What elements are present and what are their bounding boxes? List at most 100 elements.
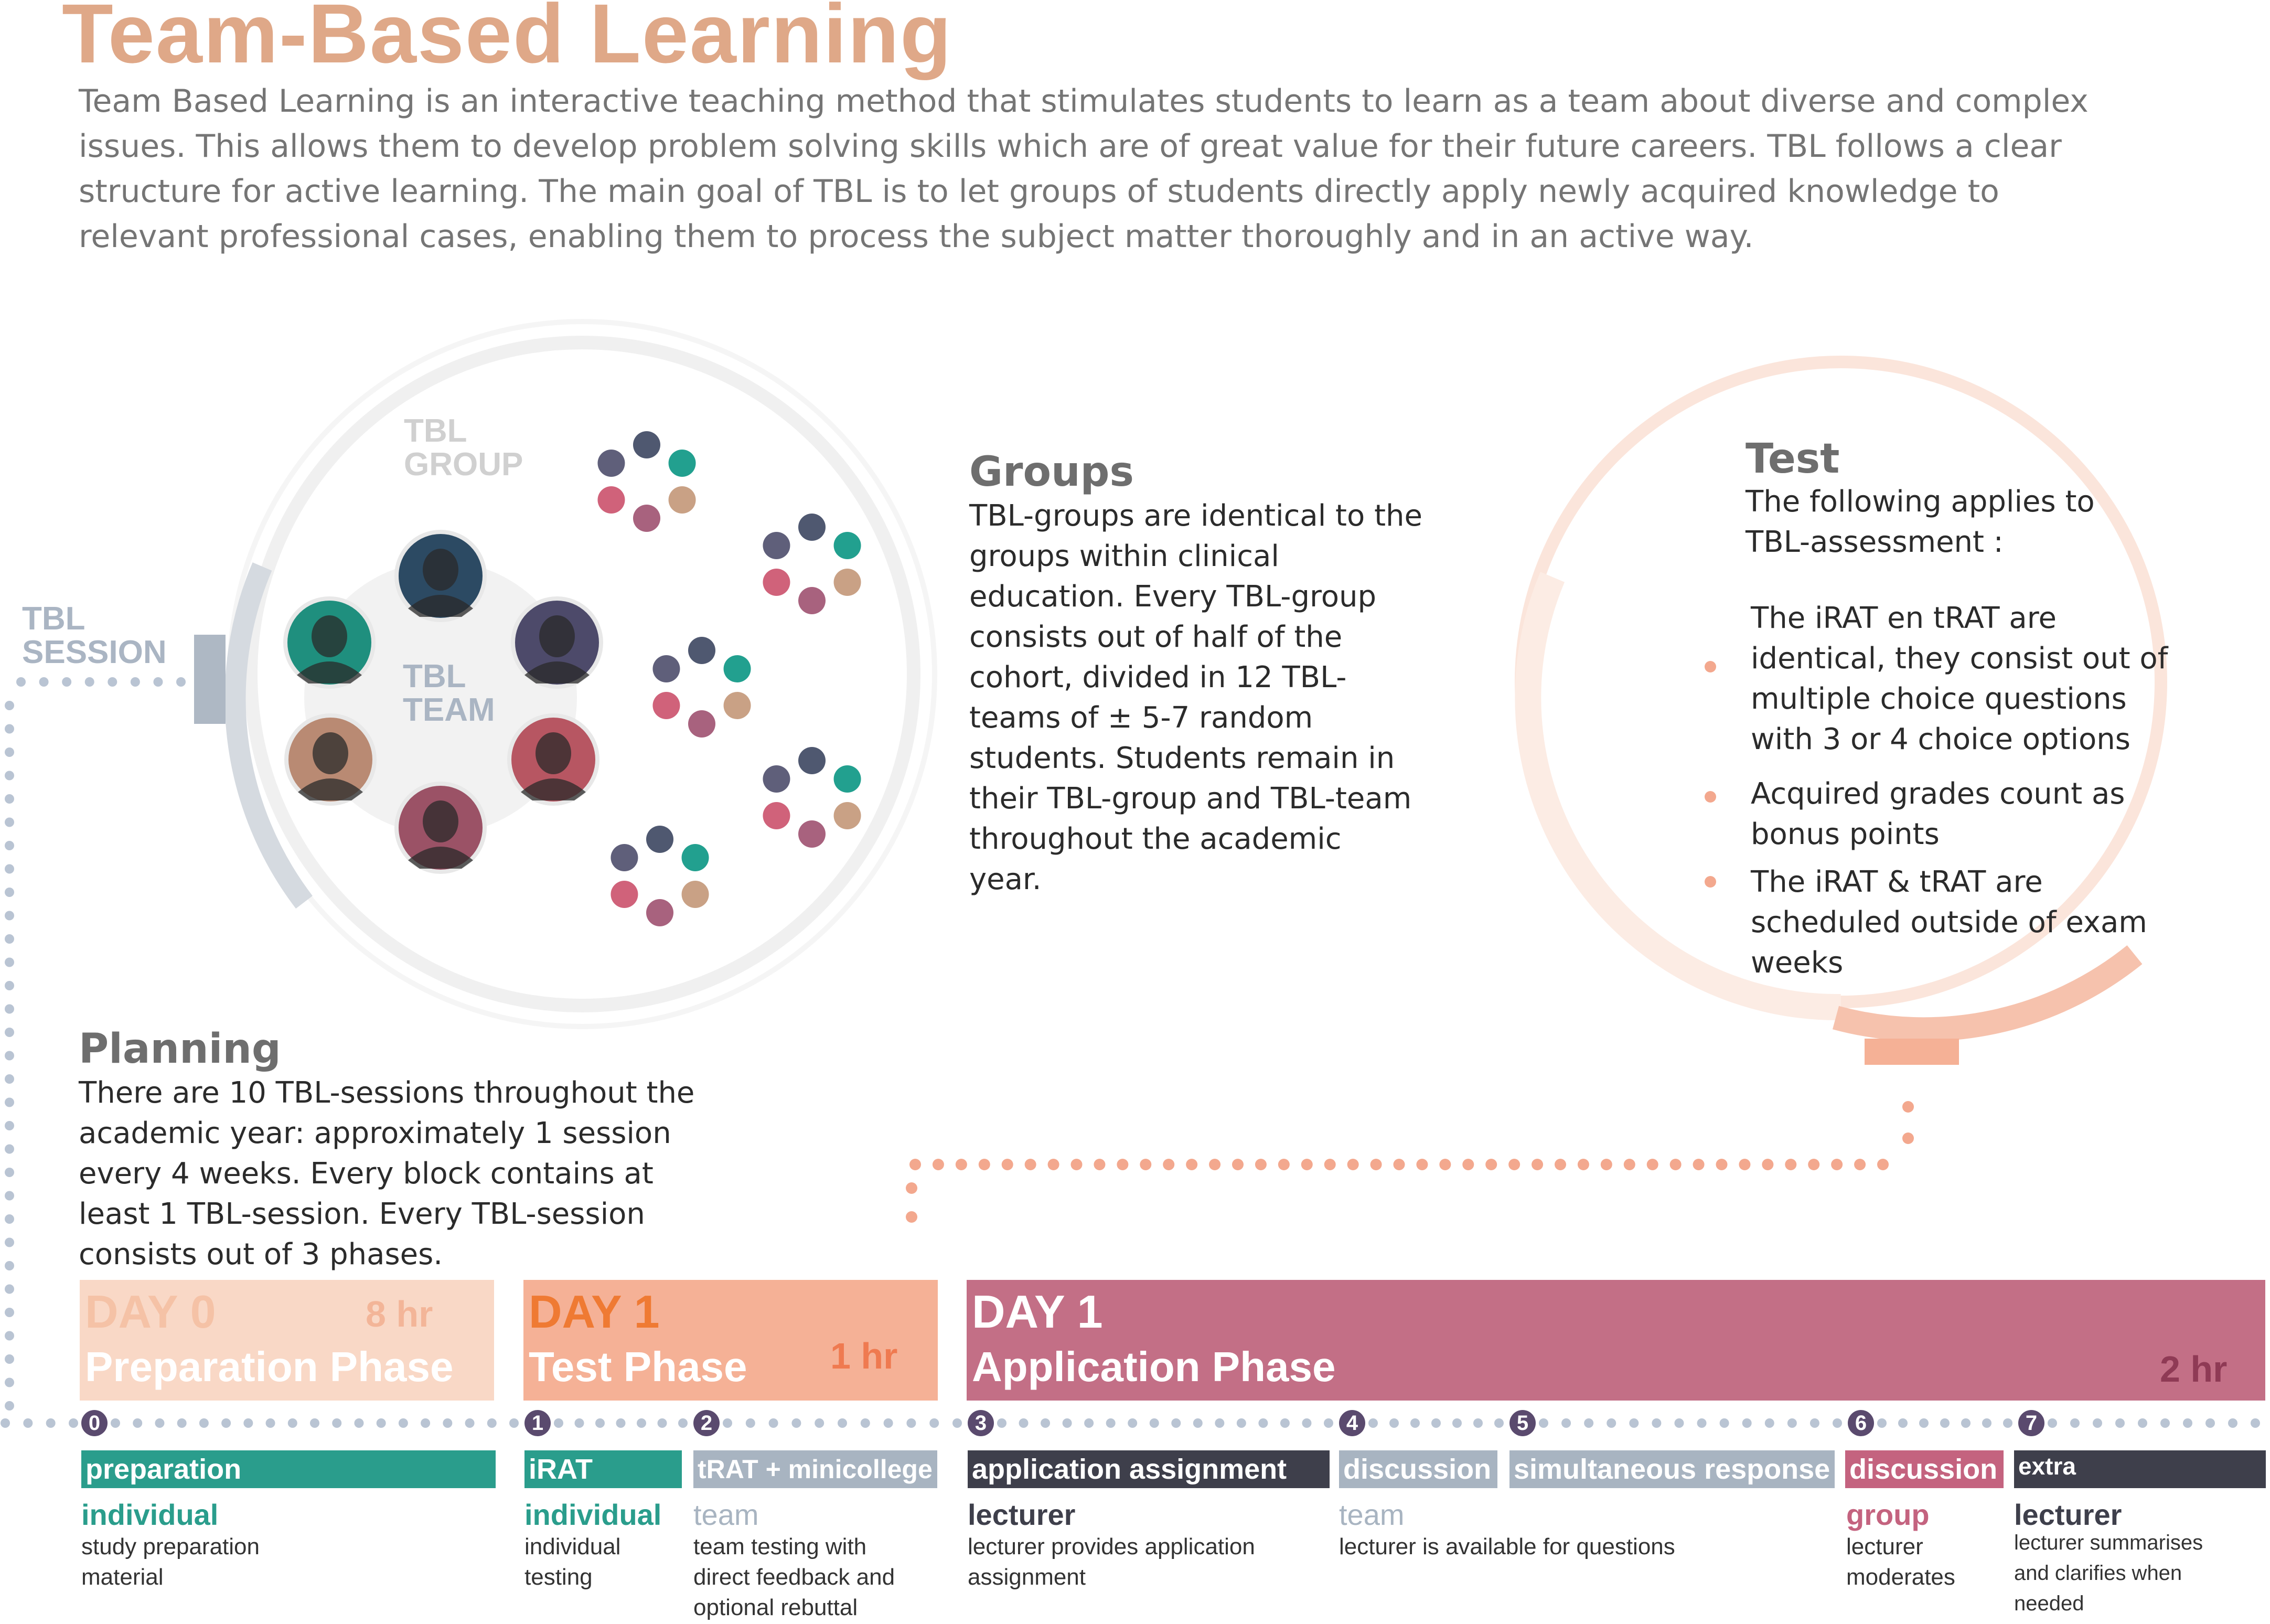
tbl-session-arc — [224, 562, 313, 909]
cluster-dot — [833, 765, 861, 793]
connector-dot — [1324, 1418, 1333, 1428]
tbl-team-label: TBL TEAM — [403, 660, 495, 727]
connector-dot — [2160, 1418, 2170, 1428]
connector-dot — [616, 1418, 626, 1428]
cluster-dot — [652, 692, 680, 719]
dotted-connector-session — [5, 677, 186, 1411]
test-arc — [1515, 572, 1841, 1021]
connector-dot — [5, 701, 14, 710]
cluster-dot — [763, 532, 790, 559]
connector-dot — [5, 841, 14, 850]
connector-dot — [153, 677, 163, 687]
cluster-dot — [763, 569, 790, 596]
connector-dot — [1652, 1418, 1662, 1428]
bullet-line: weeks — [1751, 946, 1844, 980]
bullet-dot — [1705, 791, 1716, 803]
label-line: TBL — [404, 413, 467, 449]
test-intro-line: The following applies to — [1746, 485, 2095, 519]
groups-line: throughout the academic — [969, 822, 1342, 856]
connector-dot — [1764, 1418, 1774, 1428]
cluster-dot — [688, 710, 715, 738]
connector-dot — [1787, 1418, 1797, 1428]
connector-dot — [1452, 1418, 1462, 1428]
activity-desc: lecturer moderates — [1846, 1532, 1955, 1593]
phase-day: DAY 1 — [529, 1286, 660, 1338]
desc-line: lecturer is available for questions — [1339, 1534, 1675, 1559]
cluster-dot — [633, 505, 660, 532]
phase-preparation: DAY 0 8 hr Preparation Phase — [80, 1280, 494, 1401]
connector-dot — [815, 1418, 825, 1428]
connector-dot — [1368, 1418, 1378, 1428]
dot-cluster-icon — [597, 431, 861, 926]
connector-dot — [421, 1418, 431, 1428]
label-line: TEAM — [403, 692, 495, 728]
cluster-dot — [611, 844, 638, 871]
activity-who: team — [1339, 1498, 1405, 1531]
person-icon — [511, 596, 603, 689]
activity-who: team — [693, 1498, 759, 1531]
desc-line: direct feedback and — [693, 1564, 895, 1590]
connector-dot — [952, 1418, 962, 1428]
test-marker — [1865, 1039, 1959, 1065]
tbl-group-ring — [244, 336, 920, 1012]
phase-name: Application Phase — [972, 1343, 1336, 1390]
activity-desc: team testing with direct feedback and op… — [693, 1532, 895, 1623]
connector-dot — [1762, 1159, 1774, 1170]
groups-line: their TBL-group and TBL-team — [969, 782, 1412, 816]
test-intro: The following applies to TBL-assessment … — [1746, 482, 2095, 562]
cluster-dot — [723, 692, 751, 719]
connector-dot — [176, 677, 186, 687]
phase-day: DAY 0 — [85, 1286, 216, 1338]
dotted-timeline — [1, 1418, 2260, 1428]
cluster-dot — [597, 450, 625, 477]
connector-dot — [1140, 1159, 1152, 1170]
person-icon — [394, 782, 487, 874]
groups-line: TBL-groups are identical to the — [969, 499, 1422, 533]
connector-dot — [1600, 1159, 1612, 1170]
bullet-dot — [1705, 661, 1716, 672]
groups-line: groups within clinical — [969, 539, 1279, 573]
connector-dot — [1577, 1159, 1589, 1170]
connector-dot — [5, 1144, 14, 1154]
connector-dot — [1629, 1418, 1639, 1428]
connector-dot — [1128, 1418, 1138, 1428]
cluster-dot — [668, 486, 696, 514]
connector-dot — [221, 1418, 231, 1428]
connector-dot — [2138, 1418, 2147, 1428]
desc-line: lecturer provides application — [968, 1534, 1255, 1559]
connector-dot — [1719, 1418, 1729, 1428]
connector-dot — [1494, 1418, 1504, 1428]
connector-dot — [768, 1418, 778, 1428]
connector-dot — [1607, 1418, 1616, 1428]
groups-line: education. Every TBL-group — [969, 580, 1377, 614]
connector-dot — [2228, 1418, 2237, 1428]
connector-dot — [376, 1418, 386, 1428]
desc-line: optional rebuttal — [693, 1595, 858, 1620]
dotted-connector-test — [906, 1101, 1914, 1223]
groups-line: cohort, divided in 12 TBL- — [969, 660, 1347, 695]
connector-dot — [1070, 1159, 1083, 1170]
phase-name: Test Phase — [529, 1343, 747, 1390]
step-number: 1 — [524, 1410, 551, 1436]
step-number: 2 — [693, 1410, 720, 1436]
person-icon — [283, 596, 376, 689]
connector-dot — [1001, 1159, 1013, 1170]
phase-day: DAY 1 — [972, 1286, 1103, 1338]
connector-dot — [5, 1051, 14, 1061]
connector-dot — [791, 1418, 801, 1428]
activity-trat-minicollege: tRAT + minicollege — [693, 1450, 937, 1488]
planning-line: least 1 TBL-session. Every TBL-session — [79, 1197, 645, 1231]
connector-dot — [1278, 1159, 1290, 1170]
connector-dot — [1232, 1159, 1244, 1170]
connector-dot — [5, 794, 14, 804]
step-number: 4 — [1339, 1410, 1365, 1436]
connector-dot — [1539, 1418, 1548, 1428]
connector-dot — [1669, 1159, 1682, 1170]
connector-dot — [1809, 1418, 1819, 1428]
connector-dot — [1215, 1418, 1225, 1428]
desc-line: team testing with — [693, 1534, 867, 1559]
connector-dot — [1473, 1418, 1483, 1428]
connector-dot — [1902, 1132, 1914, 1144]
tbl-session-label: TBL SESSION — [22, 602, 167, 669]
connector-dot — [5, 934, 14, 944]
